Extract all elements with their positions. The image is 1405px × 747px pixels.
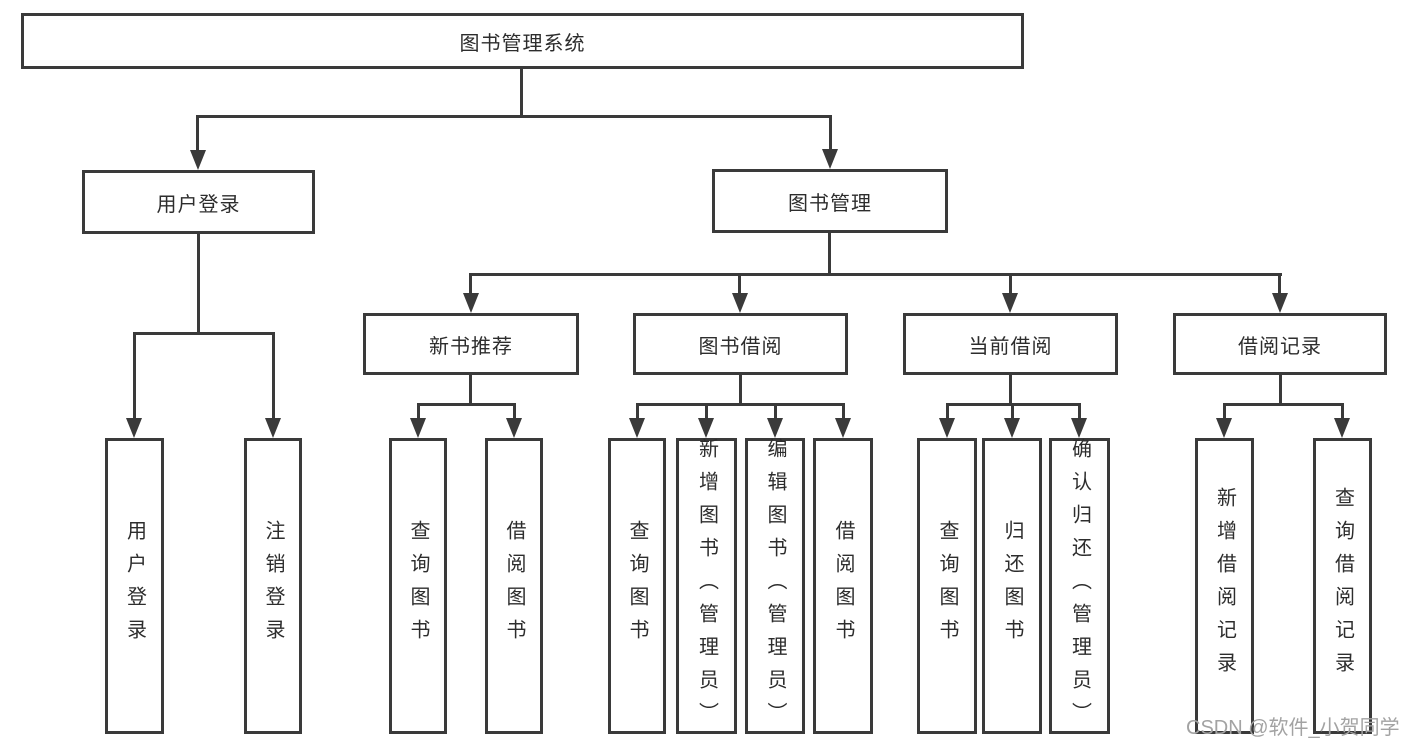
connector-line	[1223, 403, 1226, 420]
connector-line	[842, 403, 845, 420]
leaf-borrow-query-books: 查询图书	[608, 438, 666, 734]
connector-line	[469, 273, 472, 295]
arrow-down-icon	[410, 418, 426, 438]
leaf-current-return-books: 归还图书	[982, 438, 1042, 734]
leaf-borrow-query-books-label: 查询图书	[626, 520, 648, 652]
connector-line	[946, 403, 949, 420]
connector-line	[774, 403, 777, 420]
connector-line	[1278, 273, 1281, 295]
connector-line	[417, 403, 420, 420]
connector-line	[828, 233, 831, 276]
node-new-book-recommend-label: 新书推荐	[429, 335, 513, 358]
arrow-down-icon	[1334, 418, 1350, 438]
leaf-current-confirm-return-label: 确认归还（管理员）	[1068, 437, 1091, 735]
arrow-down-icon	[1002, 293, 1018, 313]
connector-line	[1009, 375, 1012, 405]
arrow-down-icon	[126, 418, 142, 438]
node-book-management: 图书管理	[712, 169, 948, 233]
connector-line	[417, 403, 516, 406]
connector-line	[520, 69, 523, 118]
arrow-down-icon	[1216, 418, 1232, 438]
node-root-label: 图书管理系统	[459, 32, 586, 55]
connector-line	[133, 332, 136, 420]
leaf-recommend-query-books-label: 查询图书	[407, 520, 429, 652]
leaf-logout-login: 注销登录	[244, 438, 302, 734]
node-user-login-label: 用户登录	[156, 193, 241, 216]
connector-line	[272, 332, 275, 420]
arrow-down-icon	[506, 418, 522, 438]
connector-line	[705, 403, 708, 420]
connector-line	[1223, 403, 1344, 406]
arrow-down-icon	[265, 418, 281, 438]
leaf-recommend-borrow-books-label: 借阅图书	[503, 520, 525, 652]
arrow-down-icon	[835, 418, 851, 438]
node-user-login: 用户登录	[82, 170, 315, 234]
connector-line	[133, 332, 275, 335]
node-book-borrow: 图书借阅	[633, 313, 848, 375]
connector-line	[1011, 403, 1014, 420]
node-root: 图书管理系统	[21, 13, 1024, 69]
leaf-borrow-edit-books: 编辑图书（管理员）	[745, 437, 805, 735]
leaf-user-login: 用户登录	[105, 438, 164, 734]
arrow-down-icon	[822, 149, 838, 169]
connector-line	[739, 375, 742, 405]
node-new-book-recommend: 新书推荐	[363, 313, 579, 375]
arrow-down-icon	[767, 418, 783, 438]
arrow-down-icon	[629, 418, 645, 438]
leaf-records-query-record-label: 查询借阅记录	[1331, 487, 1354, 685]
connector-line	[636, 403, 639, 420]
leaf-borrow-add-books: 新增图书（管理员）	[676, 437, 737, 735]
node-current-borrow-label: 当前借阅	[968, 335, 1053, 358]
arrow-down-icon	[1004, 418, 1020, 438]
connector-line	[196, 115, 199, 152]
csdn-watermark: CSDN @软件_小贺同学	[1186, 717, 1400, 739]
node-current-borrow: 当前借阅	[903, 313, 1118, 375]
leaf-recommend-query-books: 查询图书	[389, 438, 447, 734]
connector-line	[469, 375, 472, 405]
arrow-down-icon	[732, 293, 748, 313]
connector-line	[196, 115, 832, 118]
leaf-borrow-borrow-books: 借阅图书	[813, 438, 873, 734]
leaf-borrow-borrow-books-label: 借阅图书	[832, 520, 854, 652]
leaf-user-login-label: 用户登录	[123, 520, 146, 652]
connector-line	[738, 273, 741, 295]
leaf-borrow-add-books-label: 新增图书（管理员）	[695, 437, 718, 735]
connector-line	[1078, 403, 1081, 420]
leaf-borrow-edit-books-label: 编辑图书（管理员）	[764, 437, 786, 735]
leaf-recommend-borrow-books: 借阅图书	[485, 438, 543, 734]
leaf-current-return-books-label: 归还图书	[1001, 520, 1023, 652]
arrow-down-icon	[1071, 418, 1087, 438]
leaf-current-confirm-return: 确认归还（管理员）	[1049, 437, 1110, 735]
connector-line	[1009, 273, 1012, 295]
arrow-down-icon	[190, 150, 206, 170]
leaf-records-query-record: 查询借阅记录	[1313, 438, 1372, 734]
arrow-down-icon	[1272, 293, 1288, 313]
node-borrow-records: 借阅记录	[1173, 313, 1387, 375]
arrow-down-icon	[463, 293, 479, 313]
connector-line	[1341, 403, 1344, 420]
arrow-down-icon	[698, 418, 714, 438]
connector-line	[1279, 375, 1282, 405]
leaf-current-query-books-label: 查询图书	[936, 520, 958, 652]
leaf-logout-login-label: 注销登录	[262, 520, 284, 652]
node-book-borrow-label: 图书借阅	[698, 335, 783, 358]
connector-line	[513, 403, 516, 420]
connector-line	[636, 403, 845, 406]
leaf-records-add-record-label: 新增借阅记录	[1213, 487, 1236, 685]
leaf-records-add-record: 新增借阅记录	[1195, 438, 1254, 734]
connector-line	[469, 273, 1282, 276]
connector-line	[829, 115, 832, 151]
node-book-management-label: 图书管理	[788, 192, 872, 215]
leaf-current-query-books: 查询图书	[917, 438, 977, 734]
node-borrow-records-label: 借阅记录	[1238, 335, 1322, 358]
arrow-down-icon	[939, 418, 955, 438]
connector-line	[197, 234, 200, 335]
